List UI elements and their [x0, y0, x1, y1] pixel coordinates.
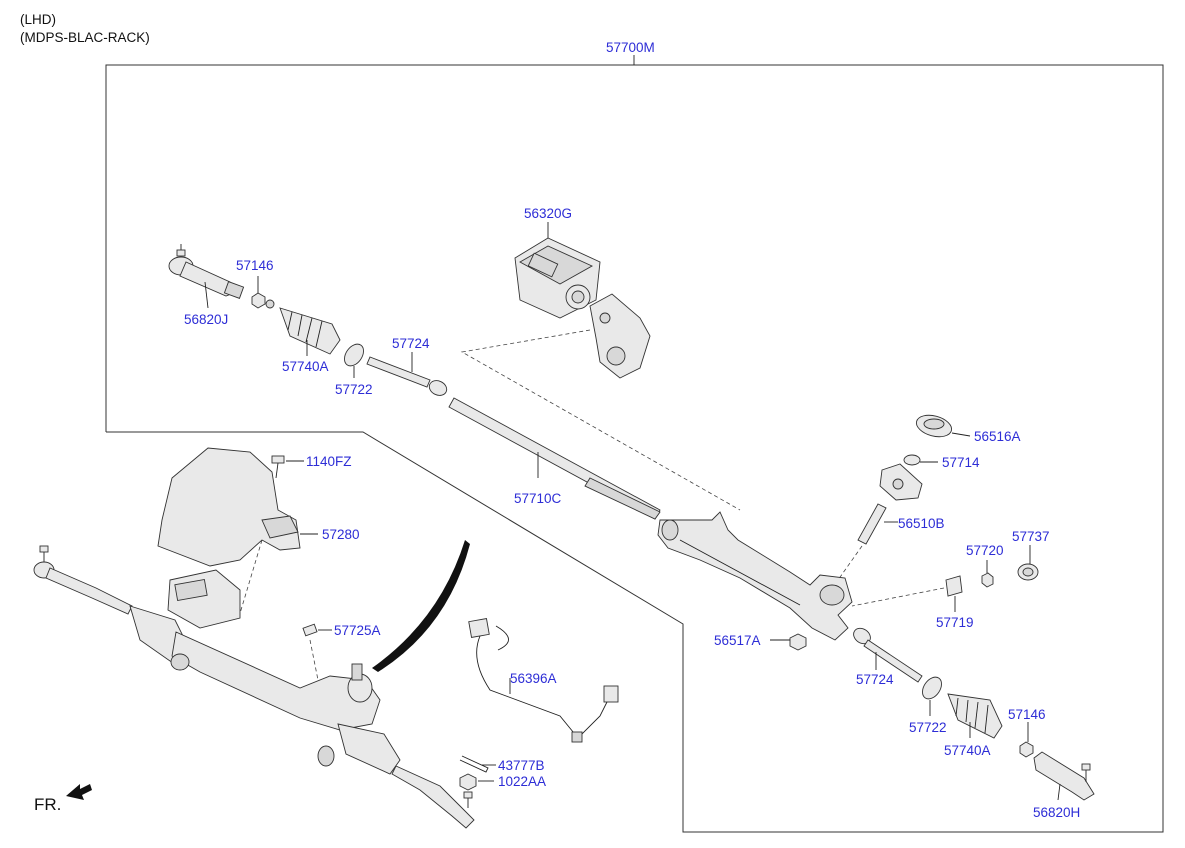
dashed-leader-pinion — [837, 545, 863, 581]
label-43777B[interactable]: 43777B — [498, 758, 545, 773]
label-57724-left[interactable]: 57724 — [392, 336, 430, 351]
tie-rod-end-left — [168, 244, 245, 309]
inner-tie-rod-right — [853, 627, 923, 683]
rack-bar — [448, 397, 661, 520]
ecu-motor-part — [514, 222, 651, 379]
o-ring-57714 — [903, 454, 938, 466]
part-57737 — [1017, 545, 1039, 581]
bolt-1140FZ — [271, 455, 304, 479]
label-57740A-left[interactable]: 57740A — [282, 359, 329, 374]
clamp-ring-right — [922, 676, 942, 716]
label-1140FZ[interactable]: 1140FZ — [306, 454, 352, 469]
label-57146-left[interactable]: 57146 — [236, 258, 274, 273]
label-57737[interactable]: 57737 — [1012, 529, 1050, 544]
label-57714[interactable]: 57714 — [942, 455, 980, 470]
bolt-57725A — [302, 623, 332, 637]
nut-right — [1019, 722, 1034, 758]
label-57740A-right[interactable]: 57740A — [944, 743, 991, 758]
front-indicator-label: FR. — [34, 795, 61, 814]
label-57724-right[interactable]: 57724 — [856, 672, 894, 687]
bellows-left — [279, 307, 341, 356]
cotter-pin-43777B — [459, 755, 496, 773]
pinion-cover — [879, 463, 923, 501]
front-arrow-icon — [66, 784, 92, 800]
castle-nut-1022AA — [459, 773, 494, 791]
label-56510B[interactable]: 56510B — [898, 516, 945, 531]
label-56820H[interactable]: 56820H — [1033, 805, 1080, 820]
pointer-arrow — [372, 540, 470, 672]
label-57146-right[interactable]: 57146 — [1008, 707, 1046, 722]
rack-housing — [657, 511, 853, 641]
dashed-leader-motor — [460, 329, 741, 511]
inner-tie-rod-left — [366, 352, 448, 396]
pinion-56510B — [857, 503, 898, 545]
label-57720[interactable]: 57720 — [966, 543, 1004, 558]
label-56516A[interactable]: 56516A — [974, 429, 1021, 444]
assembly-outline — [105, 55, 1164, 833]
label-57280[interactable]: 57280 — [322, 527, 360, 542]
clamp-ring-left — [344, 343, 364, 378]
heat-shield-57280 — [157, 447, 318, 567]
label-57722-left[interactable]: 57722 — [335, 382, 373, 397]
label-57722-right[interactable]: 57722 — [909, 720, 947, 735]
nut-left — [251, 276, 275, 309]
label-56517A[interactable]: 56517A — [714, 633, 761, 648]
dashed-leader-yoke — [851, 587, 945, 607]
label-57725A[interactable]: 57725A — [334, 623, 381, 638]
label-56320G[interactable]: 56320G — [524, 206, 572, 221]
part-57720 — [981, 560, 994, 588]
part-56517A — [770, 633, 807, 651]
label-57710C[interactable]: 57710C — [514, 491, 562, 506]
header-type: (MDPS-BLAC-RACK) — [20, 30, 150, 45]
label-56820J[interactable]: 56820J — [184, 312, 228, 327]
bellows-right — [947, 693, 1003, 739]
seal-56516A — [915, 414, 971, 438]
tie-rod-end-right — [1033, 751, 1095, 801]
label-57700M[interactable]: 57700M — [606, 40, 655, 55]
label-57719[interactable]: 57719 — [936, 615, 974, 630]
dashed-leader-bolt — [309, 639, 319, 681]
label-1022AA[interactable]: 1022AA — [498, 774, 546, 789]
label-56396A[interactable]: 56396A — [510, 671, 557, 686]
header-lhd: (LHD) — [20, 12, 56, 27]
wiring-harness-56396A — [468, 618, 619, 743]
assembled-steering-gear — [33, 545, 475, 829]
yoke-plug-57719 — [945, 575, 963, 612]
